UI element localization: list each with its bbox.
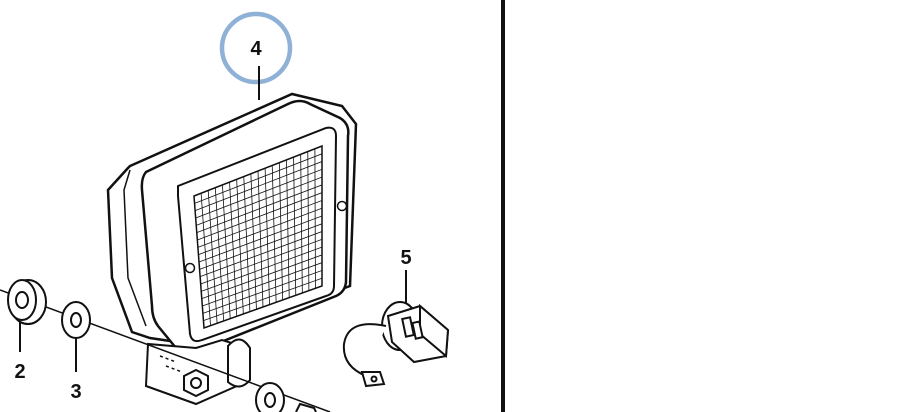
bulb-socket-icon bbox=[342, 301, 450, 388]
callout-4-highlight-ring[interactable] bbox=[219, 11, 293, 85]
bracket-hidden-line bbox=[159, 355, 183, 373]
callout-2-label: 2 bbox=[14, 361, 25, 383]
lens-grid-line bbox=[307, 151, 310, 291]
bottom-washer-nut bbox=[255, 382, 317, 412]
ring-terminal-hole bbox=[370, 375, 378, 383]
socket-prong-b bbox=[411, 320, 424, 340]
lens-grid-line bbox=[314, 148, 316, 289]
callout-4-group[interactable]: 4 bbox=[219, 11, 293, 100]
washer-icon bbox=[7, 279, 47, 325]
mounting-bracket bbox=[144, 338, 251, 406]
callout-4-label: 4 bbox=[250, 38, 262, 60]
washer-3-hole bbox=[70, 312, 82, 328]
washer-3-icon bbox=[61, 301, 91, 339]
bottom-washer-hole bbox=[264, 392, 276, 408]
lens-grid-line bbox=[202, 270, 322, 314]
washer-2-hole bbox=[15, 291, 29, 309]
lens-grid-line bbox=[202, 262, 322, 307]
bracket-bolt-center bbox=[190, 377, 202, 389]
lens-grid-line bbox=[203, 277, 322, 322]
bezel-screw-left bbox=[184, 262, 196, 274]
bezel-screw-right bbox=[336, 200, 348, 212]
lens-grid bbox=[194, 146, 322, 328]
work-lamp-icon bbox=[106, 92, 358, 355]
housing-edge-line bbox=[123, 169, 147, 327]
bracket-knuckle bbox=[227, 338, 251, 388]
callout-3-label: 3 bbox=[70, 381, 81, 403]
ground-wire bbox=[342, 323, 387, 377]
callout-5-label: 5 bbox=[400, 247, 411, 269]
bottom-nut bbox=[295, 402, 317, 412]
socket-prong-a bbox=[401, 316, 415, 338]
